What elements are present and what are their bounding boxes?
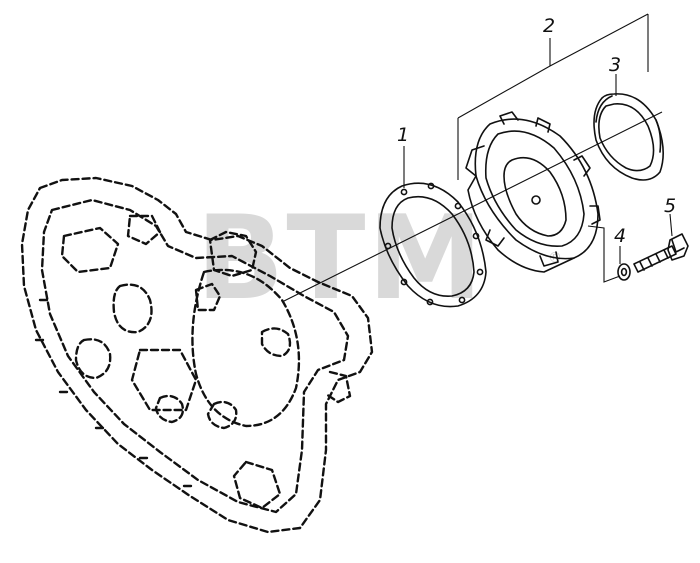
bolt [633, 233, 689, 273]
callout-bolt: 5 [664, 195, 676, 217]
callout-oil-seal: 3 [609, 54, 621, 76]
oil-seal [593, 93, 664, 181]
watermark: BTM ® [196, 191, 562, 326]
callout-gasket: 1 [397, 124, 409, 146]
callout-washer: 4 [614, 225, 626, 247]
callout-cover-assembly: 2 [543, 15, 555, 37]
cover-assembly [465, 111, 601, 273]
leader-lines [403, 13, 673, 283]
washer [617, 263, 631, 281]
gasket [379, 182, 487, 308]
callout-labels: 1 2 3 4 5 [397, 15, 676, 247]
gearbox-housing [20, 176, 374, 534]
